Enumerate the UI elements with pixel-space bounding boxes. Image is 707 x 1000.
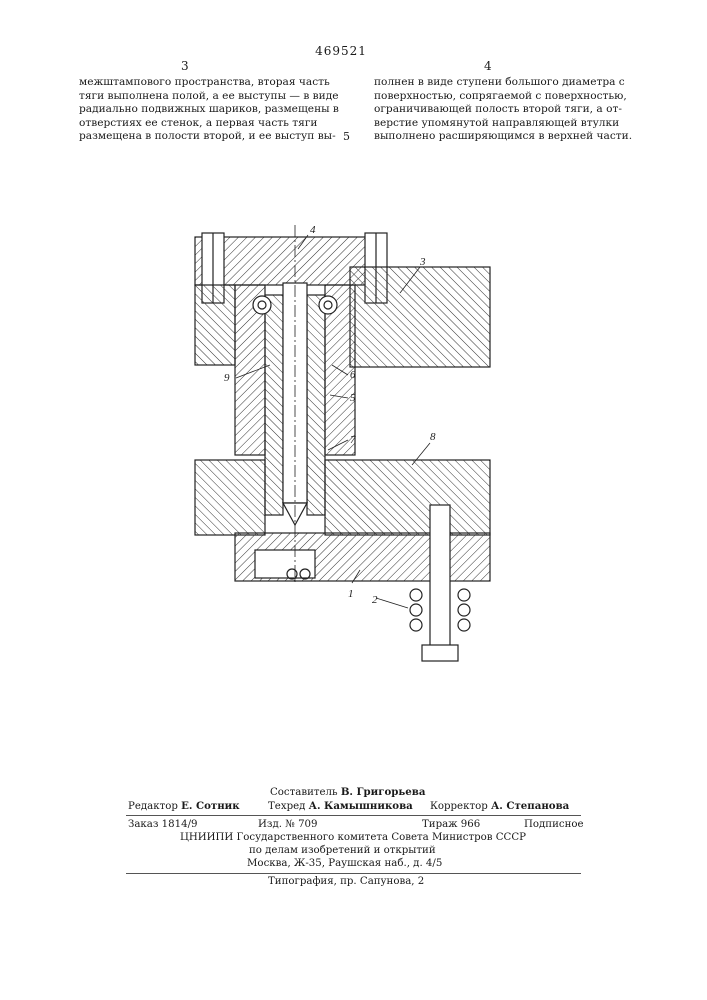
right-line: ограничивающей полость второй тяги, а от… — [374, 103, 636, 117]
rod-wall-left — [265, 295, 283, 515]
footer-rule — [126, 815, 581, 816]
compiler-name: В. Григорьева — [341, 786, 426, 798]
editor-line: Редактор Е. Сотник — [128, 799, 240, 814]
compiler-line: Составитель В. Григорьева — [270, 785, 425, 800]
right-line: верстие упомянутой направляющей втулки — [374, 117, 636, 131]
lower-plate-left — [195, 460, 265, 535]
corrector-name: А. Степанова — [491, 800, 569, 812]
label-3: 3 — [419, 256, 426, 268]
techred-name: А. Камышникова — [309, 800, 413, 812]
lower-plate-right — [325, 460, 490, 535]
org-line-2: по делам изобретений и открытий — [249, 844, 436, 858]
right-line: полнен в виде ступени большого диаметра … — [374, 76, 636, 90]
compiler-label: Составитель — [270, 787, 338, 798]
margin-line-number: 5 — [343, 130, 350, 143]
order: Заказ 1814/9 — [128, 818, 198, 832]
left-line: размещена в полости второй, и ее выступ … — [79, 130, 341, 144]
upper-plate-left — [195, 285, 235, 365]
left-text-column: межштампового пространства, вторая часть… — [79, 76, 341, 144]
edition: Изд. № 709 — [258, 818, 318, 832]
techred-label: Техред — [268, 801, 305, 812]
footer-rule-2 — [126, 873, 581, 874]
print-run: Тираж 966 — [422, 818, 480, 832]
left-column-number: 3 — [181, 59, 189, 73]
label-1: 1 — [348, 588, 354, 600]
printer: Типография, пр. Сапунова, 2 — [268, 875, 424, 889]
label-6: 6 — [350, 369, 356, 381]
bolt-nut — [422, 645, 458, 661]
right-column-number: 4 — [484, 59, 492, 73]
right-line: поверхностью, сопрягаемой с поверхностью… — [374, 90, 636, 104]
left-line: радиально подвижных шариков, размещены в — [79, 103, 341, 117]
base-pocket — [255, 550, 315, 578]
editor-name: Е. Сотник — [181, 800, 239, 812]
bolt — [430, 505, 450, 655]
corrector-line: Корректор А. Степанова — [430, 799, 569, 814]
label-2: 2 — [372, 594, 378, 606]
editor-label: Редактор — [128, 801, 178, 812]
ball-left — [253, 296, 271, 314]
left-line: межштампового пространства, вторая часть — [79, 76, 341, 90]
label-9: 9 — [224, 372, 230, 384]
right-line: выполнено расширяющимся в верхней части. — [374, 130, 636, 144]
patent-number: 469521 — [311, 44, 371, 58]
technical-drawing: 4 3 6 5 7 8 9 1 2 — [150, 215, 510, 675]
address: Москва, Ж-35, Раушская наб., д. 4/5 — [247, 857, 442, 871]
techred-line: Техред А. Камышникова — [268, 799, 413, 814]
label-8: 8 — [430, 431, 436, 443]
ball-right — [319, 296, 337, 314]
rod-wall-right — [307, 295, 325, 515]
subscription: Подписное — [524, 818, 584, 832]
label-4: 4 — [310, 224, 316, 236]
label-5: 5 — [350, 392, 356, 404]
left-line: отверстиях ее стенок, а первая часть тяг… — [79, 117, 341, 131]
org-line-1: ЦНИИПИ Государственного комитета Совета … — [180, 831, 526, 845]
right-text-column: полнен в виде ступени большого диаметра … — [374, 76, 636, 144]
left-line: тяги выполнена полой, а ее выступы — в в… — [79, 90, 341, 104]
corrector-label: Корректор — [430, 801, 488, 812]
upper-plate-right — [350, 267, 490, 367]
label-7: 7 — [350, 434, 356, 446]
